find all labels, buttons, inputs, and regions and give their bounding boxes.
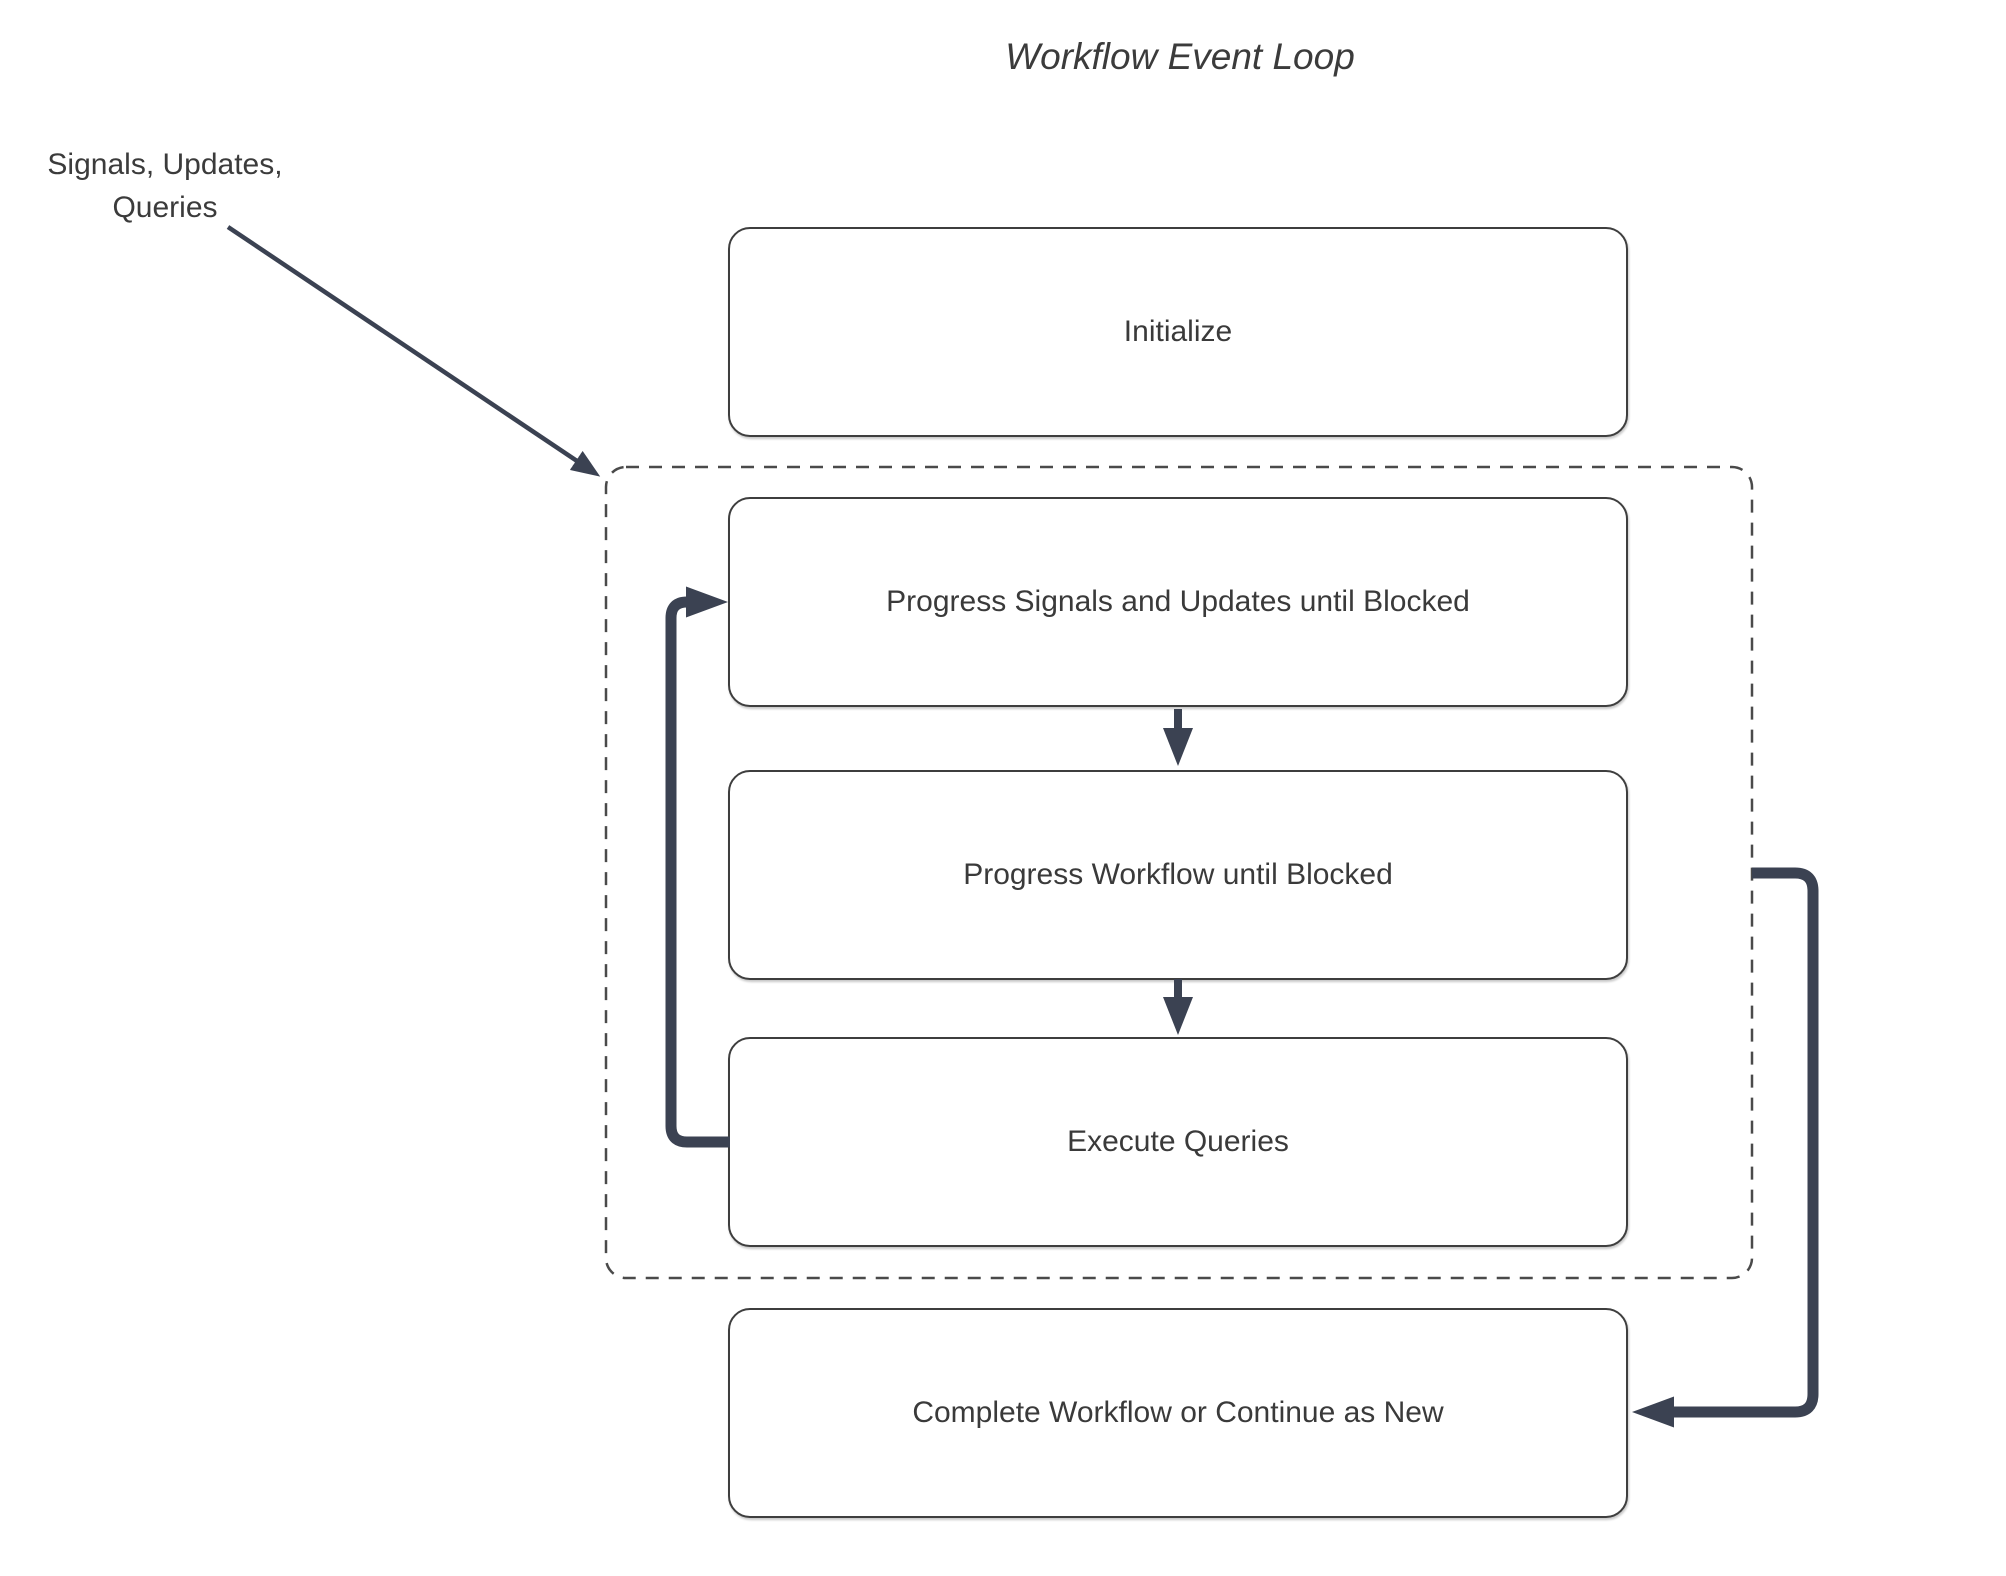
node-execute-queries: Execute Queries: [728, 1037, 1628, 1247]
node-progress-workflow-label: Progress Workflow until Blocked: [963, 858, 1393, 891]
node-initialize: Initialize: [728, 227, 1628, 437]
signals-updates-queries-annotation: Signals, Updates, Queries: [15, 143, 315, 229]
node-progress-workflow: Progress Workflow until Blocked: [728, 770, 1628, 980]
annotation-line-2: Queries: [112, 191, 218, 224]
node-complete-workflow-label: Complete Workflow or Continue as New: [912, 1396, 1444, 1429]
annotation-line-1: Signals, Updates,: [47, 148, 283, 181]
continue-connector-arrow: [1632, 867, 1819, 1428]
diagram-title: Workflow Event Loop: [1005, 36, 1355, 77]
signals-input-arrow: [226, 225, 601, 477]
node-execute-queries-label: Execute Queries: [1067, 1125, 1289, 1158]
node-initialize-label: Initialize: [1123, 315, 1233, 348]
node-progress-signals-updates-label: Progress Signals and Updates until Block…: [886, 585, 1470, 618]
node-complete-workflow: Complete Workflow or Continue as New: [728, 1308, 1628, 1518]
node-progress-signals-updates: Progress Signals and Updates until Block…: [728, 497, 1628, 707]
loop-back-arrow: [665, 586, 730, 1148]
